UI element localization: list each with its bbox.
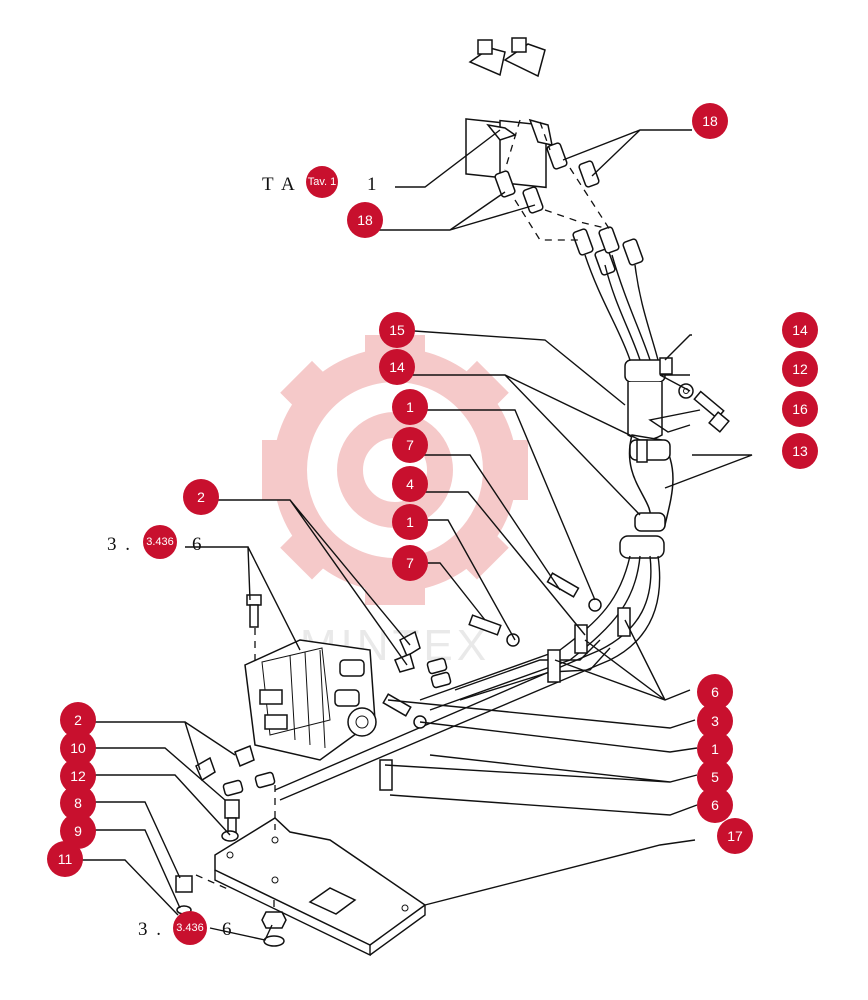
callout-1: 1 xyxy=(406,514,414,530)
bottom-ref-suffix: 6 xyxy=(222,919,234,940)
callout-12: 12 xyxy=(70,768,86,784)
hose-clamps xyxy=(379,357,673,791)
bottom-ref-prefix: 3 . xyxy=(138,919,163,940)
callout-4: 4 xyxy=(406,476,414,492)
callout-10: 10 xyxy=(70,740,86,756)
callout-15: 15 xyxy=(389,322,405,338)
callout-1: 1 xyxy=(711,741,719,757)
callout-16: 16 xyxy=(792,401,808,417)
bottom-ref-badge: 3.436 xyxy=(176,922,204,934)
callout-6: 6 xyxy=(711,797,719,813)
callout-18: 18 xyxy=(357,212,373,228)
mid-ref-prefix: 3 . xyxy=(107,534,132,555)
callouts: 18 18 15 14 14 12 16 13 1 7 4 1 7 2 6 3 … xyxy=(47,103,818,877)
callout-17: 17 xyxy=(727,828,743,844)
callout-18: 18 xyxy=(702,113,718,129)
reference-labels: T A Tav. 1 1 3 . 3.436 6 3 . 3.436 6 xyxy=(107,166,379,945)
callout-5: 5 xyxy=(711,769,719,785)
callout-1: 1 xyxy=(406,399,414,415)
callout-7: 7 xyxy=(406,555,414,571)
callout-13: 13 xyxy=(792,443,808,459)
mid-ref-badge: 3.436 xyxy=(146,536,174,548)
top-ref-badge-circle xyxy=(306,166,338,198)
mid-ref-suffix: 6 xyxy=(192,534,204,555)
callout-3: 3 xyxy=(711,713,719,729)
callout-14: 14 xyxy=(389,359,405,375)
fasteners xyxy=(175,383,730,947)
leader-lines xyxy=(65,129,753,941)
callout-6: 6 xyxy=(711,684,719,700)
callout-8: 8 xyxy=(74,795,82,811)
callout-11: 11 xyxy=(58,851,73,867)
callout-2: 2 xyxy=(197,489,205,505)
callout-2: 2 xyxy=(74,712,82,728)
quick-couplers xyxy=(494,142,644,276)
top-ref-prefix: T A xyxy=(262,174,297,195)
bottom-ref-badge-circle xyxy=(173,911,207,945)
callout-12: 12 xyxy=(792,361,808,377)
mid-ref-badge-circle xyxy=(143,525,177,559)
mounting-plate xyxy=(214,817,427,957)
callout-7: 7 xyxy=(406,437,414,453)
joystick-controls xyxy=(465,37,553,189)
valve-block xyxy=(244,639,377,761)
callout-14: 14 xyxy=(792,322,808,338)
top-ref-suffix: 1 xyxy=(367,174,379,195)
top-ref-badge: Tav. 1 xyxy=(308,176,337,188)
callout-9: 9 xyxy=(74,823,82,839)
